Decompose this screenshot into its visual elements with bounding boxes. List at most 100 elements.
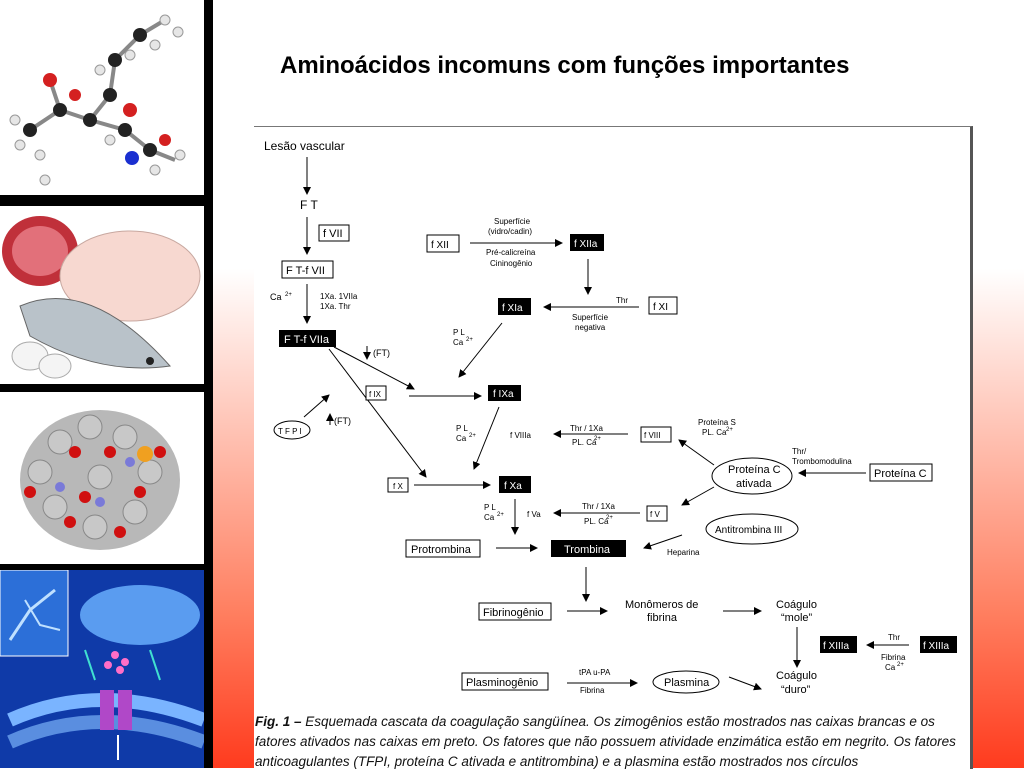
fxiii-box [920, 636, 957, 653]
plca-sup-2: 2+ [606, 515, 613, 521]
antitrombina-label: Antitrombina III [715, 525, 782, 536]
plca-sup-1: 2+ [594, 436, 601, 442]
fix-label: f IX [369, 390, 382, 399]
ftfviia-label: F T-f VIIa [284, 334, 330, 346]
ft-paren-2: (FT) [334, 416, 351, 426]
fva-label: f Va [527, 510, 541, 519]
prots-label-2: PL. Ca [702, 428, 727, 437]
fv-box [646, 505, 668, 522]
supneg-label-1: Superfície [572, 313, 609, 322]
arrow-fixa-fxa [472, 406, 500, 470]
food-image [0, 206, 204, 384]
cinin-label: Cininogênio [490, 259, 533, 268]
protc-ativada-circle [711, 457, 793, 495]
arrow-fxia-fixa [458, 322, 503, 378]
plca-label-1: PL. Ca [572, 438, 597, 447]
ca-label-4: Ca [484, 513, 495, 522]
fxiia-label: f XIIa [574, 239, 598, 250]
ftfvii-note-2: 1Xa. Thr [320, 302, 351, 311]
arrow-antitrombina [643, 534, 683, 550]
ftfviia-box [279, 330, 336, 347]
protc-ativada-label-2: ativada [736, 478, 772, 490]
fviiia-label: f VIIIa [510, 431, 531, 440]
fixa-label: f IXa [493, 389, 514, 400]
coag-mole-label-1: Coágulo [776, 599, 817, 611]
sup-label-1: Superfície [494, 217, 531, 226]
ca-sup-2: 2+ [466, 337, 473, 343]
pl-label-3: P L [484, 503, 496, 512]
plasminogenio-box [461, 672, 549, 691]
arrow-ftfviia-fxa [328, 348, 427, 478]
fxiiia-label: f XIIIa [823, 641, 850, 652]
thr-label-2: Thr [888, 633, 900, 642]
precal-label: Pré-calicreína [486, 248, 536, 257]
fvii-label: f VII [323, 228, 343, 240]
protein-illustration [20, 410, 180, 550]
antitrombina-circle [705, 513, 799, 545]
thr-label-1: Thr [616, 296, 628, 305]
tpa-label: tPA u-PA [579, 668, 611, 677]
ca-label-2: Ca [453, 338, 464, 347]
fixa-box [488, 385, 521, 401]
fviii-box [640, 426, 672, 443]
protrombina-label: Protrombina [411, 544, 472, 556]
ca-label-1: Ca [270, 292, 282, 302]
ca-sup-5: 2+ [897, 662, 904, 668]
arrow-protc-fv [681, 486, 715, 506]
protrombina-box [405, 539, 481, 558]
fxa-box [499, 476, 531, 493]
sup-label-2: (vidro/cadin) [488, 227, 532, 236]
coagulation-cascade-figure: Lesão vascular F T f VII F T-f VII Ca 2+… [254, 126, 973, 769]
fxii-box [426, 234, 460, 253]
fibrina-label-2: Fibrina [580, 686, 605, 695]
plasmina-label: Plasmina [664, 677, 710, 689]
tfpi-label: T F P I [278, 427, 302, 436]
ft-paren-1: (FT) [373, 348, 390, 358]
coag-duro-label-1: Coágulo [776, 670, 817, 682]
coagulation-diagram: Lesão vascular F T f VII F T-f VII Ca 2+… [264, 139, 957, 696]
pl-label-1: P L [453, 328, 465, 337]
thr1xa-label-1: Thr / 1Xa [570, 424, 603, 433]
ca-sup-1: 2+ [285, 292, 292, 298]
membrane-illustration [0, 570, 204, 768]
ca-sup-4: 2+ [497, 512, 504, 518]
ftfvii-note-1: 1Xa. 1VIIa [320, 292, 358, 301]
arrow-tfpi [303, 394, 330, 418]
fxii-label: f XII [431, 240, 449, 251]
fv-label: f V [650, 510, 660, 519]
slide-title: Aminoácidos incomuns com funções importa… [280, 52, 850, 79]
ca-label-3: Ca [456, 434, 467, 443]
ftfvii-label: F T-f VII [286, 265, 325, 277]
protc-box [869, 463, 933, 482]
trombina-box [551, 540, 626, 557]
protc-label: Proteína C [874, 468, 927, 480]
ft-label: F T [300, 198, 318, 212]
fx-box [387, 477, 409, 493]
coag-mole-label-2: “mole” [781, 612, 813, 624]
fxa-label: f Xa [504, 481, 522, 492]
fxi-label: f XI [653, 302, 668, 313]
figure-caption: Fig. 1 – Esquemada cascata da coagulação… [255, 712, 972, 772]
arrow-plasmina-coagulo [728, 676, 762, 691]
heparina-label: Heparina [667, 548, 700, 557]
molecule-illustration [9, 14, 186, 186]
arrow-ftfviia-fixa [333, 346, 415, 390]
fibrinogenio-box [478, 602, 552, 621]
plasminogenio-label: Plasminogênio [466, 677, 538, 689]
membrane-image [0, 570, 204, 768]
fxia-label: f XIa [502, 303, 523, 314]
image-sidebar [0, 0, 213, 768]
fviii-label: f VIII [644, 431, 660, 440]
ca-label-5: Ca [885, 663, 896, 672]
arrow-protc-fviii [678, 439, 715, 466]
prots-label-1: Proteína S [698, 418, 736, 427]
fxi-box [648, 296, 678, 315]
plasmina-circle [652, 670, 720, 694]
monomeros-label-2: fibrina [647, 612, 678, 624]
caption-label: Fig. 1 – [255, 714, 302, 729]
lesao-label: Lesão vascular [264, 139, 345, 153]
ftfvii-box [281, 260, 334, 279]
fix-box [365, 385, 387, 401]
ca-sup-3: 2+ [469, 433, 476, 439]
fxiia-box [570, 234, 604, 251]
